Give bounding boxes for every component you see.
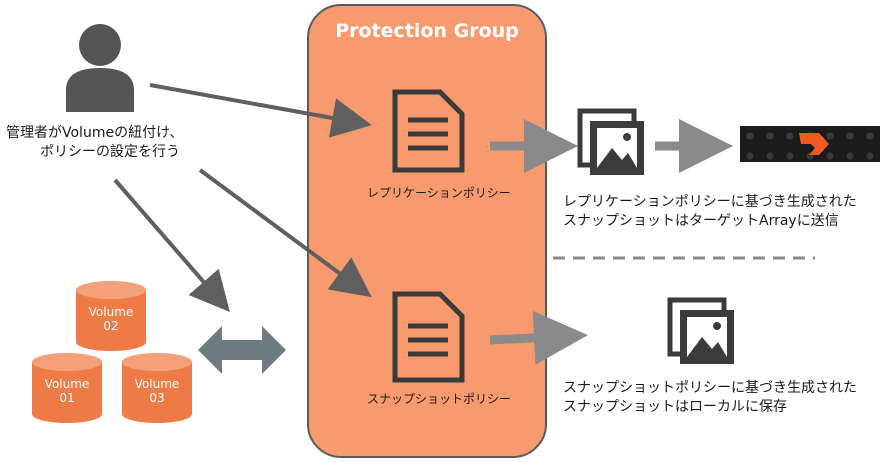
replication-result-line2: スナップショットはターゲットArrayに送信 [563, 213, 839, 229]
snapshot-policy-label: スナップショットポリシー [367, 392, 512, 406]
replication-document-icon [392, 89, 465, 173]
replication-policy-label: レプリケーションポリシー [367, 186, 511, 200]
arrow-admin-to-volumes [113, 178, 230, 313]
volume-01-name: Volume [44, 377, 90, 391]
volume-01-cylinder [32, 353, 102, 423]
snapshot-result-line1: スナップショットポリシーに基づき生成された [563, 380, 857, 396]
bidirectional-arrow [198, 326, 286, 374]
arrow-admin-to-replication [149, 83, 372, 138]
admin-caption-line2: ポリシーの設定を行う [40, 144, 180, 160]
arrow-admin-to-snapshot [198, 168, 372, 298]
volume-02-label: Volume 02 [76, 305, 146, 333]
volume-03-name: Volume [134, 377, 180, 391]
volume-03-cylinder [122, 353, 192, 423]
volume-03-label: Volume 03 [122, 377, 192, 405]
volume-02-name: Volume [88, 305, 134, 319]
image-gallery-icon-replication [577, 108, 644, 175]
arrow-snapshot-to-local [489, 310, 588, 365]
snapshot-document-icon [392, 291, 465, 383]
volume-02-number: 02 [103, 319, 119, 333]
replication-result-line1: レプリケーションポリシーに基づき生成された [563, 194, 857, 210]
protection-group-title: Protection Group [335, 20, 519, 42]
volume-03-number: 03 [149, 391, 165, 405]
user-icon [66, 24, 134, 112]
volume-02-cylinder [76, 281, 146, 351]
snapshot-result-line2: スナップショットはローカルに保存 [563, 399, 787, 415]
storage-array-logo [740, 126, 880, 162]
image-gallery-icon-snapshot [667, 297, 734, 364]
volume-01-label: Volume 01 [32, 377, 102, 405]
admin-caption-line1: 管理者がVolumeの紐付け、 [6, 125, 184, 141]
storage-array-logo-icon [799, 133, 829, 155]
volume-01-number: 01 [59, 391, 75, 405]
